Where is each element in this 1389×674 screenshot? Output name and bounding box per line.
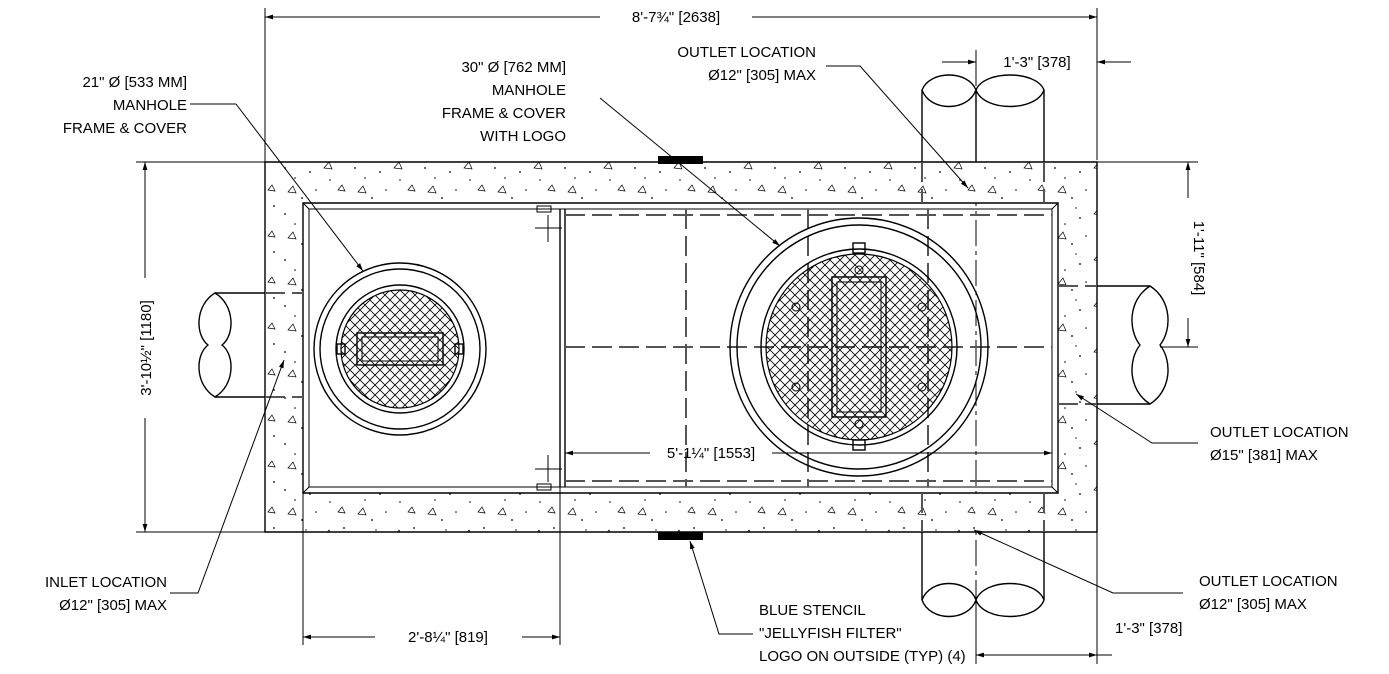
stencil-logo-bottom xyxy=(658,532,703,540)
outlet-pipe-bottom xyxy=(921,520,1045,618)
callout-inlet: INLET LOCATION Ø12" [305] MAX xyxy=(45,574,167,614)
callout-line: OUTLET LOCATION xyxy=(1199,573,1338,590)
callout-small-manhole: 21" Ø [533 MM] MANHOLE FRAME & COVER xyxy=(63,74,187,137)
dim-outlet-bottom-offset: 1'-3" [378] xyxy=(975,532,1182,664)
stencil-logo-top xyxy=(658,156,703,164)
callout-line: FRAME & COVER xyxy=(63,120,187,137)
callout-outlet-top: OUTLET LOCATION Ø12" [305] MAX xyxy=(677,44,816,84)
callout-line: OUTLET LOCATION xyxy=(677,44,816,61)
dim-overall-length: 8'-7¾" [2638] xyxy=(264,8,1098,162)
callout-line: INLET LOCATION xyxy=(45,574,167,591)
callout-line: Ø12" [305] MAX xyxy=(1199,596,1307,613)
outlet-side-offset-label: 1'-11" [584] xyxy=(1190,221,1207,296)
callout-stencil: BLUE STENCIL "JELLYFISH FILTER" LOGO ON … xyxy=(759,602,966,665)
leaders xyxy=(170,65,1198,635)
callout-line: "JELLYFISH FILTER" xyxy=(759,625,902,642)
large-manhole-cover xyxy=(729,217,989,477)
inner-span-label: 5'-1¼" [1553] xyxy=(667,445,755,462)
callout-line: 30" Ø [762 MM] xyxy=(461,59,566,76)
callout-line: Ø12" [305] MAX xyxy=(708,67,816,84)
callout-outlet-right: OUTLET LOCATION Ø15" [381] MAX xyxy=(1210,424,1349,464)
outlet-top-offset-label: 1'-3" [378] xyxy=(1003,54,1070,71)
callout-line: MANHOLE xyxy=(113,97,187,114)
callout-line: Ø12" [305] MAX xyxy=(59,597,167,614)
dim-overall-width: 3'-10½" [1180] xyxy=(136,161,265,533)
callout-line: 21" Ø [533 MM] xyxy=(82,74,187,91)
partition-wall xyxy=(536,205,566,491)
dim-outlet-top-offset: 1'-3" [378] xyxy=(942,50,1131,160)
hidden-grid xyxy=(565,209,1052,487)
centre-marks xyxy=(535,215,562,482)
outlet-bottom-offset-label: 1'-3" [378] xyxy=(1115,620,1182,637)
callout-line: OUTLET LOCATION xyxy=(1210,424,1349,441)
small-manhole-cover xyxy=(313,262,487,436)
overall-width-label: 3'-10½" [1180] xyxy=(138,300,155,395)
inlet-chamber-label: 2'-8¼" [819] xyxy=(408,629,488,646)
dim-inlet-chamber: 2'-8¼" [819] xyxy=(302,487,561,646)
callout-line: MANHOLE xyxy=(492,82,566,99)
callout-line: FRAME & COVER xyxy=(442,105,566,122)
callout-line: Ø15" [381] MAX xyxy=(1210,447,1318,464)
callout-line: BLUE STENCIL xyxy=(759,602,866,619)
callout-outlet-bottom: OUTLET LOCATION Ø12" [305] MAX xyxy=(1199,573,1338,613)
callout-line: LOGO ON OUTSIDE (TYP) (4) xyxy=(759,648,966,665)
dim-outlet-side-offset: 1'-11" [584] xyxy=(1097,161,1207,348)
callout-line: WITH LOGO xyxy=(480,128,566,145)
overall-length-label: 8'-7¾" [2638] xyxy=(632,9,720,26)
callout-large-manhole: 30" Ø [762 MM] MANHOLE FRAME & COVER WIT… xyxy=(442,59,566,145)
dim-inner-span: 5'-1¼" [1553] xyxy=(565,445,1052,462)
pipe-penetrations xyxy=(265,162,1097,532)
